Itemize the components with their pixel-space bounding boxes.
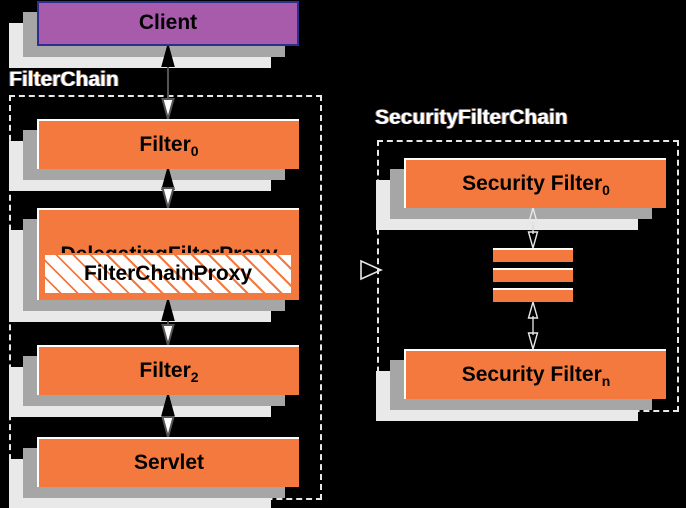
- node-label-filter-2: Filter2: [139, 358, 199, 385]
- node-label-text-client: Client: [138, 11, 198, 35]
- node-label-text-security-filter-0: Security Filter: [462, 171, 603, 195]
- node-label-security-filter-0: Security Filter0: [462, 171, 610, 198]
- node-security-filter-n[interactable]: Security Filtern: [404, 349, 666, 399]
- node-label-text-filter-2: Filter: [139, 358, 191, 382]
- node-label-text-filter-0: Filter: [139, 132, 191, 156]
- group-label-filter-chain: FilterChain: [9, 68, 119, 91]
- node-label-subscript-filter-2: 2: [190, 368, 199, 385]
- node-filter-2[interactable]: Filter2: [37, 345, 299, 395]
- node-label-subscript-filter-0: 0: [190, 142, 199, 159]
- node-label-client: Client: [139, 12, 197, 34]
- connector-filter0-to-dfp: [155, 165, 181, 212]
- node-label-subscript-security-filter-0: 0: [602, 181, 610, 198]
- node-client[interactable]: Client: [37, 1, 299, 46]
- node-label-filter-chain-proxy: FilterChainProxy: [83, 262, 253, 285]
- ellipsis-bar-3: [493, 288, 573, 302]
- connector-filter2-to-servlet: [155, 391, 181, 441]
- node-label-subscript-security-filter-n: n: [601, 372, 611, 389]
- ellipsis-bar-1: [493, 248, 573, 262]
- connector-dfp-to-filter2: [155, 296, 181, 349]
- node-label-filter-0: Filter0: [139, 132, 199, 159]
- ellipsis-bar-2: [493, 268, 573, 282]
- connector-client-to-filter0: [155, 42, 181, 123]
- node-security-filter-0[interactable]: Security Filter0: [404, 158, 666, 208]
- node-servlet[interactable]: Servlet: [37, 437, 299, 487]
- node-filter-0[interactable]: Filter0: [37, 119, 299, 169]
- connector-ellipsis-to-secfiltern: [520, 299, 546, 352]
- cross-link-arrowhead-icon: [359, 258, 385, 282]
- node-filter-chain-proxy[interactable]: FilterChainProxy: [43, 253, 293, 295]
- node-label-servlet: Servlet: [133, 450, 205, 474]
- node-label-text-servlet: Servlet: [133, 450, 205, 474]
- connector-secfilter0-to-ellipsis: [520, 205, 546, 251]
- node-label-security-filter-n: Security Filtern: [461, 362, 611, 389]
- group-label-security-filter-chain: SecurityFilterChain: [375, 106, 568, 129]
- node-label-text-security-filter-n: Security Filter: [461, 362, 602, 386]
